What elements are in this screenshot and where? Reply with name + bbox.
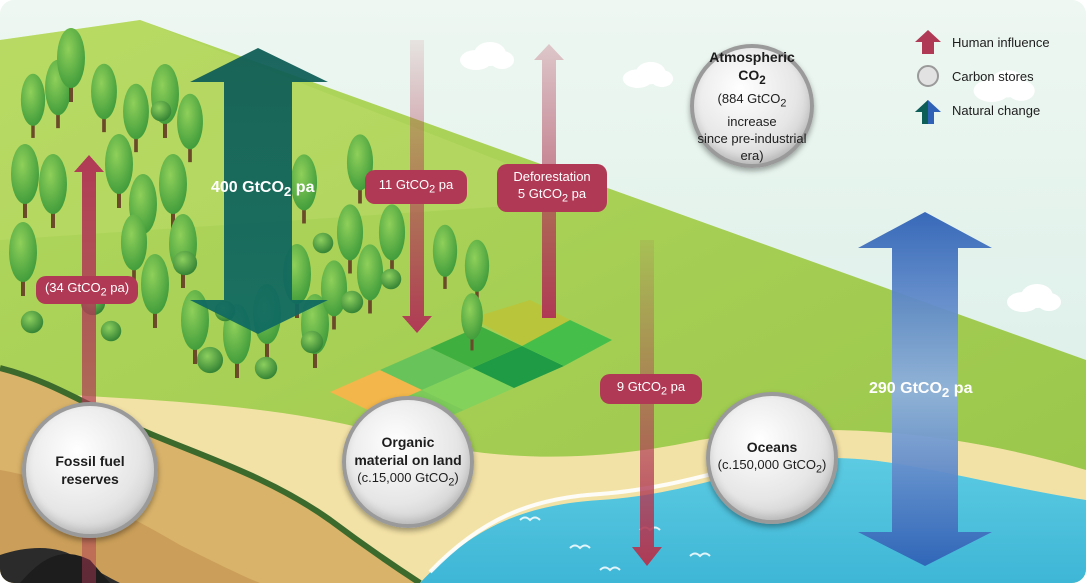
atmosphere-detail-3: era) (740, 147, 764, 163)
atmosphere-title: Atmospheric CO2 (709, 49, 795, 88)
ocean-natural-flow-label: 290 GtCO2 pa (869, 380, 973, 401)
ocean-sink-flow-label: 9 GtCO2 pa (600, 374, 702, 404)
fossil-title-2: reserves (61, 471, 119, 487)
land-title-1: Organic (381, 433, 435, 450)
natural-ocean-arrow (858, 212, 992, 566)
fossil-fuel-store: Fossil fuel reserves (22, 402, 158, 538)
fossil-emission-arrow (74, 155, 104, 583)
cliff-edge (0, 365, 422, 583)
oceans-store: Oceans (c.150,000 GtCO2) (706, 392, 838, 524)
legend-natural-change: Natural change (952, 103, 1041, 118)
atmosphere-detail-2: since pre-industrial (697, 130, 807, 146)
atmosphere-store: Atmospheric CO2 (884 GtCO2 increase sinc… (690, 44, 814, 168)
natural-land-arrow (190, 48, 328, 334)
land-store: Organic material on land (c.15,000 GtCO2… (342, 396, 474, 528)
oceans-detail: (c.150,000 GtCO2) (717, 456, 827, 476)
deforestation-value: 5 GtCO2 pa (517, 186, 587, 205)
natural-change-icon-half (915, 100, 928, 124)
human-influence-icon (915, 30, 941, 54)
land-title-2: material on land (354, 451, 462, 468)
land-sink-flow-label: 11 GtCO2 pa (365, 170, 467, 204)
carbon-store-icon (917, 65, 939, 87)
fossil-title-1: Fossil fuel (55, 453, 125, 469)
atmosphere-detail: (884 GtCO2 increase (717, 91, 787, 129)
oceans-title: Oceans (746, 438, 798, 455)
land-natural-flow-label: 400 GtCO2 pa (211, 179, 315, 200)
legend-human-influence: Human influence (952, 35, 1050, 50)
deforestation-flow-label: Deforestation 5 GtCO2 pa (497, 164, 607, 212)
deforestation-label: Deforestation (513, 169, 591, 185)
legend-carbon-stores: Carbon stores (952, 69, 1034, 84)
land-detail: (c.15,000 GtCO2) (357, 469, 459, 489)
fossil-flow-label: (34 GtCO2 pa) (36, 276, 138, 304)
